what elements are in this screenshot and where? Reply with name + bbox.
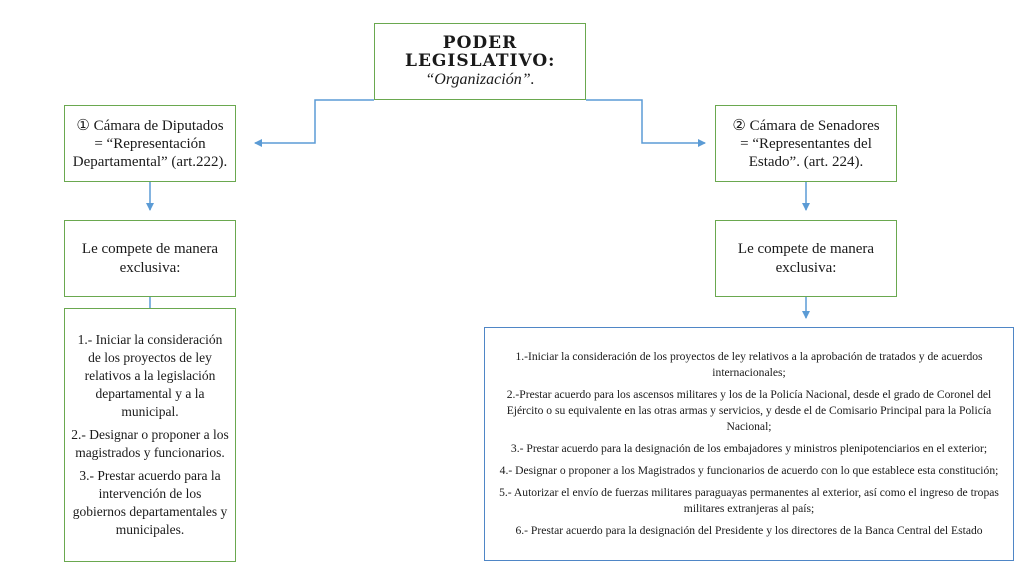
senadores-power-item: 5.- Autorizar el envío de fuerzas milita… (499, 486, 999, 515)
diputados-compete-text: Le compete de manera exclusiva: (81, 240, 219, 276)
diputados-powers-list: 1.- Iniciar la consideración de los proy… (64, 308, 236, 562)
senadores-power-item: 2.-Prestar acuerdo para los ascensos mil… (506, 388, 992, 433)
senadores-compete-box: Le compete de manera exclusiva: (715, 220, 897, 297)
connector-title-to-diputados (254, 99, 374, 147)
camara-diputados-description: = “Representación Departamental” (art.22… (72, 136, 228, 170)
camara-diputados-name: Cámara de Diputados (93, 118, 224, 134)
diagram-title: PODER LEGISLATIVO: (405, 32, 556, 71)
camara-senadores-box: ② Cámara de Senadores = “Representantes … (715, 105, 897, 182)
diputados-power-item: 2.- Designar o proponer a los magistrado… (71, 427, 229, 460)
connector-title-to-senadores (586, 99, 706, 147)
circled-two-icon: ② (732, 116, 746, 134)
diagram-subtitle: “Organización”. (425, 70, 535, 88)
circled-one-icon: ① (76, 116, 90, 134)
camara-senadores-name: Cámara de Senadores (749, 118, 880, 134)
camara-senadores-description: = “Representantes del Estado”. (art. 224… (740, 136, 872, 170)
senadores-power-item: 4.- Designar o proponer a los Magistrado… (499, 464, 999, 477)
senadores-power-item: 1.-Iniciar la consideración de los proye… (515, 350, 983, 379)
diputados-power-item: 1.- Iniciar la consideración de los proy… (77, 332, 223, 419)
senadores-compete-text: Le compete de manera exclusiva: (737, 240, 875, 276)
camara-diputados-box: ① Cámara de Diputados = “Representación … (64, 105, 236, 182)
camara-diputados-heading: ① Cámara de Diputados (76, 116, 223, 135)
title-box: PODER LEGISLATIVO: “Organización”. (374, 23, 586, 100)
senadores-powers-list: 1.-Iniciar la consideración de los proye… (484, 327, 1014, 561)
diputados-power-item: 3.- Prestar acuerdo para la intervención… (72, 468, 228, 537)
camara-senadores-heading: ② Cámara de Senadores (732, 116, 879, 135)
senadores-power-item: 3.- Prestar acuerdo para la designación … (510, 442, 988, 455)
senadores-power-item: 6.- Prestar acuerdo para la designación … (515, 524, 983, 537)
diputados-compete-box: Le compete de manera exclusiva: (64, 220, 236, 297)
